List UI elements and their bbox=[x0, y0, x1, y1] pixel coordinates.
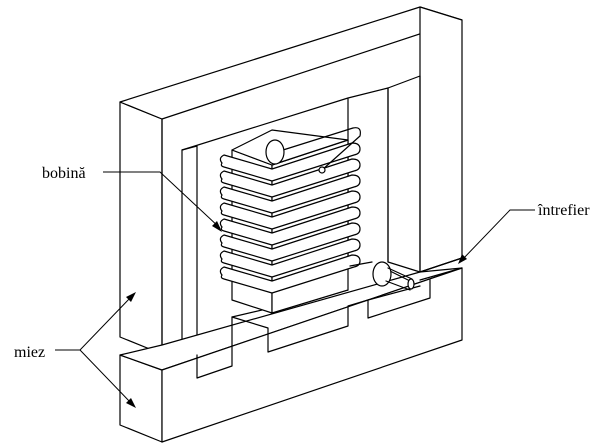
coil-turn bbox=[219, 206, 361, 246]
label-core: miez bbox=[14, 344, 45, 361]
leader-coil bbox=[103, 171, 221, 229]
core-right-limb-inner bbox=[387, 87, 421, 273]
coil-turn bbox=[219, 254, 361, 294]
leader-air-gap bbox=[461, 209, 535, 261]
leader-core-arrow-lower bbox=[126, 398, 136, 408]
coil-turn bbox=[219, 190, 361, 230]
leader-core-arrow-upper bbox=[126, 292, 136, 302]
coil-lead-lower-bushing bbox=[372, 261, 392, 287]
leader-air-gap-arrow bbox=[458, 254, 467, 264]
coil-windings bbox=[219, 142, 361, 294]
leader-coil-arrow bbox=[212, 221, 222, 232]
coil-lead-lower-pin bbox=[385, 267, 413, 291]
core-upper-top bbox=[119, 6, 463, 120]
coil-lead-lower-pin-tip bbox=[407, 278, 415, 290]
air-gap-line bbox=[419, 257, 463, 281]
coil-lead-upper-end bbox=[265, 139, 285, 165]
core-left-limb-inner bbox=[181, 145, 198, 351]
coil-turn bbox=[219, 238, 361, 278]
core-lower-top bbox=[119, 267, 463, 371]
coil-lead-upper-tip bbox=[318, 166, 326, 174]
leader-core bbox=[55, 295, 133, 405]
coil-turn bbox=[219, 174, 361, 214]
label-coil: bobină bbox=[42, 165, 86, 182]
core-upper-right-side bbox=[419, 6, 463, 273]
coil-turn bbox=[219, 142, 361, 182]
coil bbox=[219, 127, 415, 314]
core-upper-front bbox=[119, 101, 163, 355]
labels: bobină întrefier miez bbox=[14, 165, 590, 408]
coil-turn bbox=[219, 222, 361, 262]
label-air-gap: întrefier bbox=[537, 202, 590, 219]
